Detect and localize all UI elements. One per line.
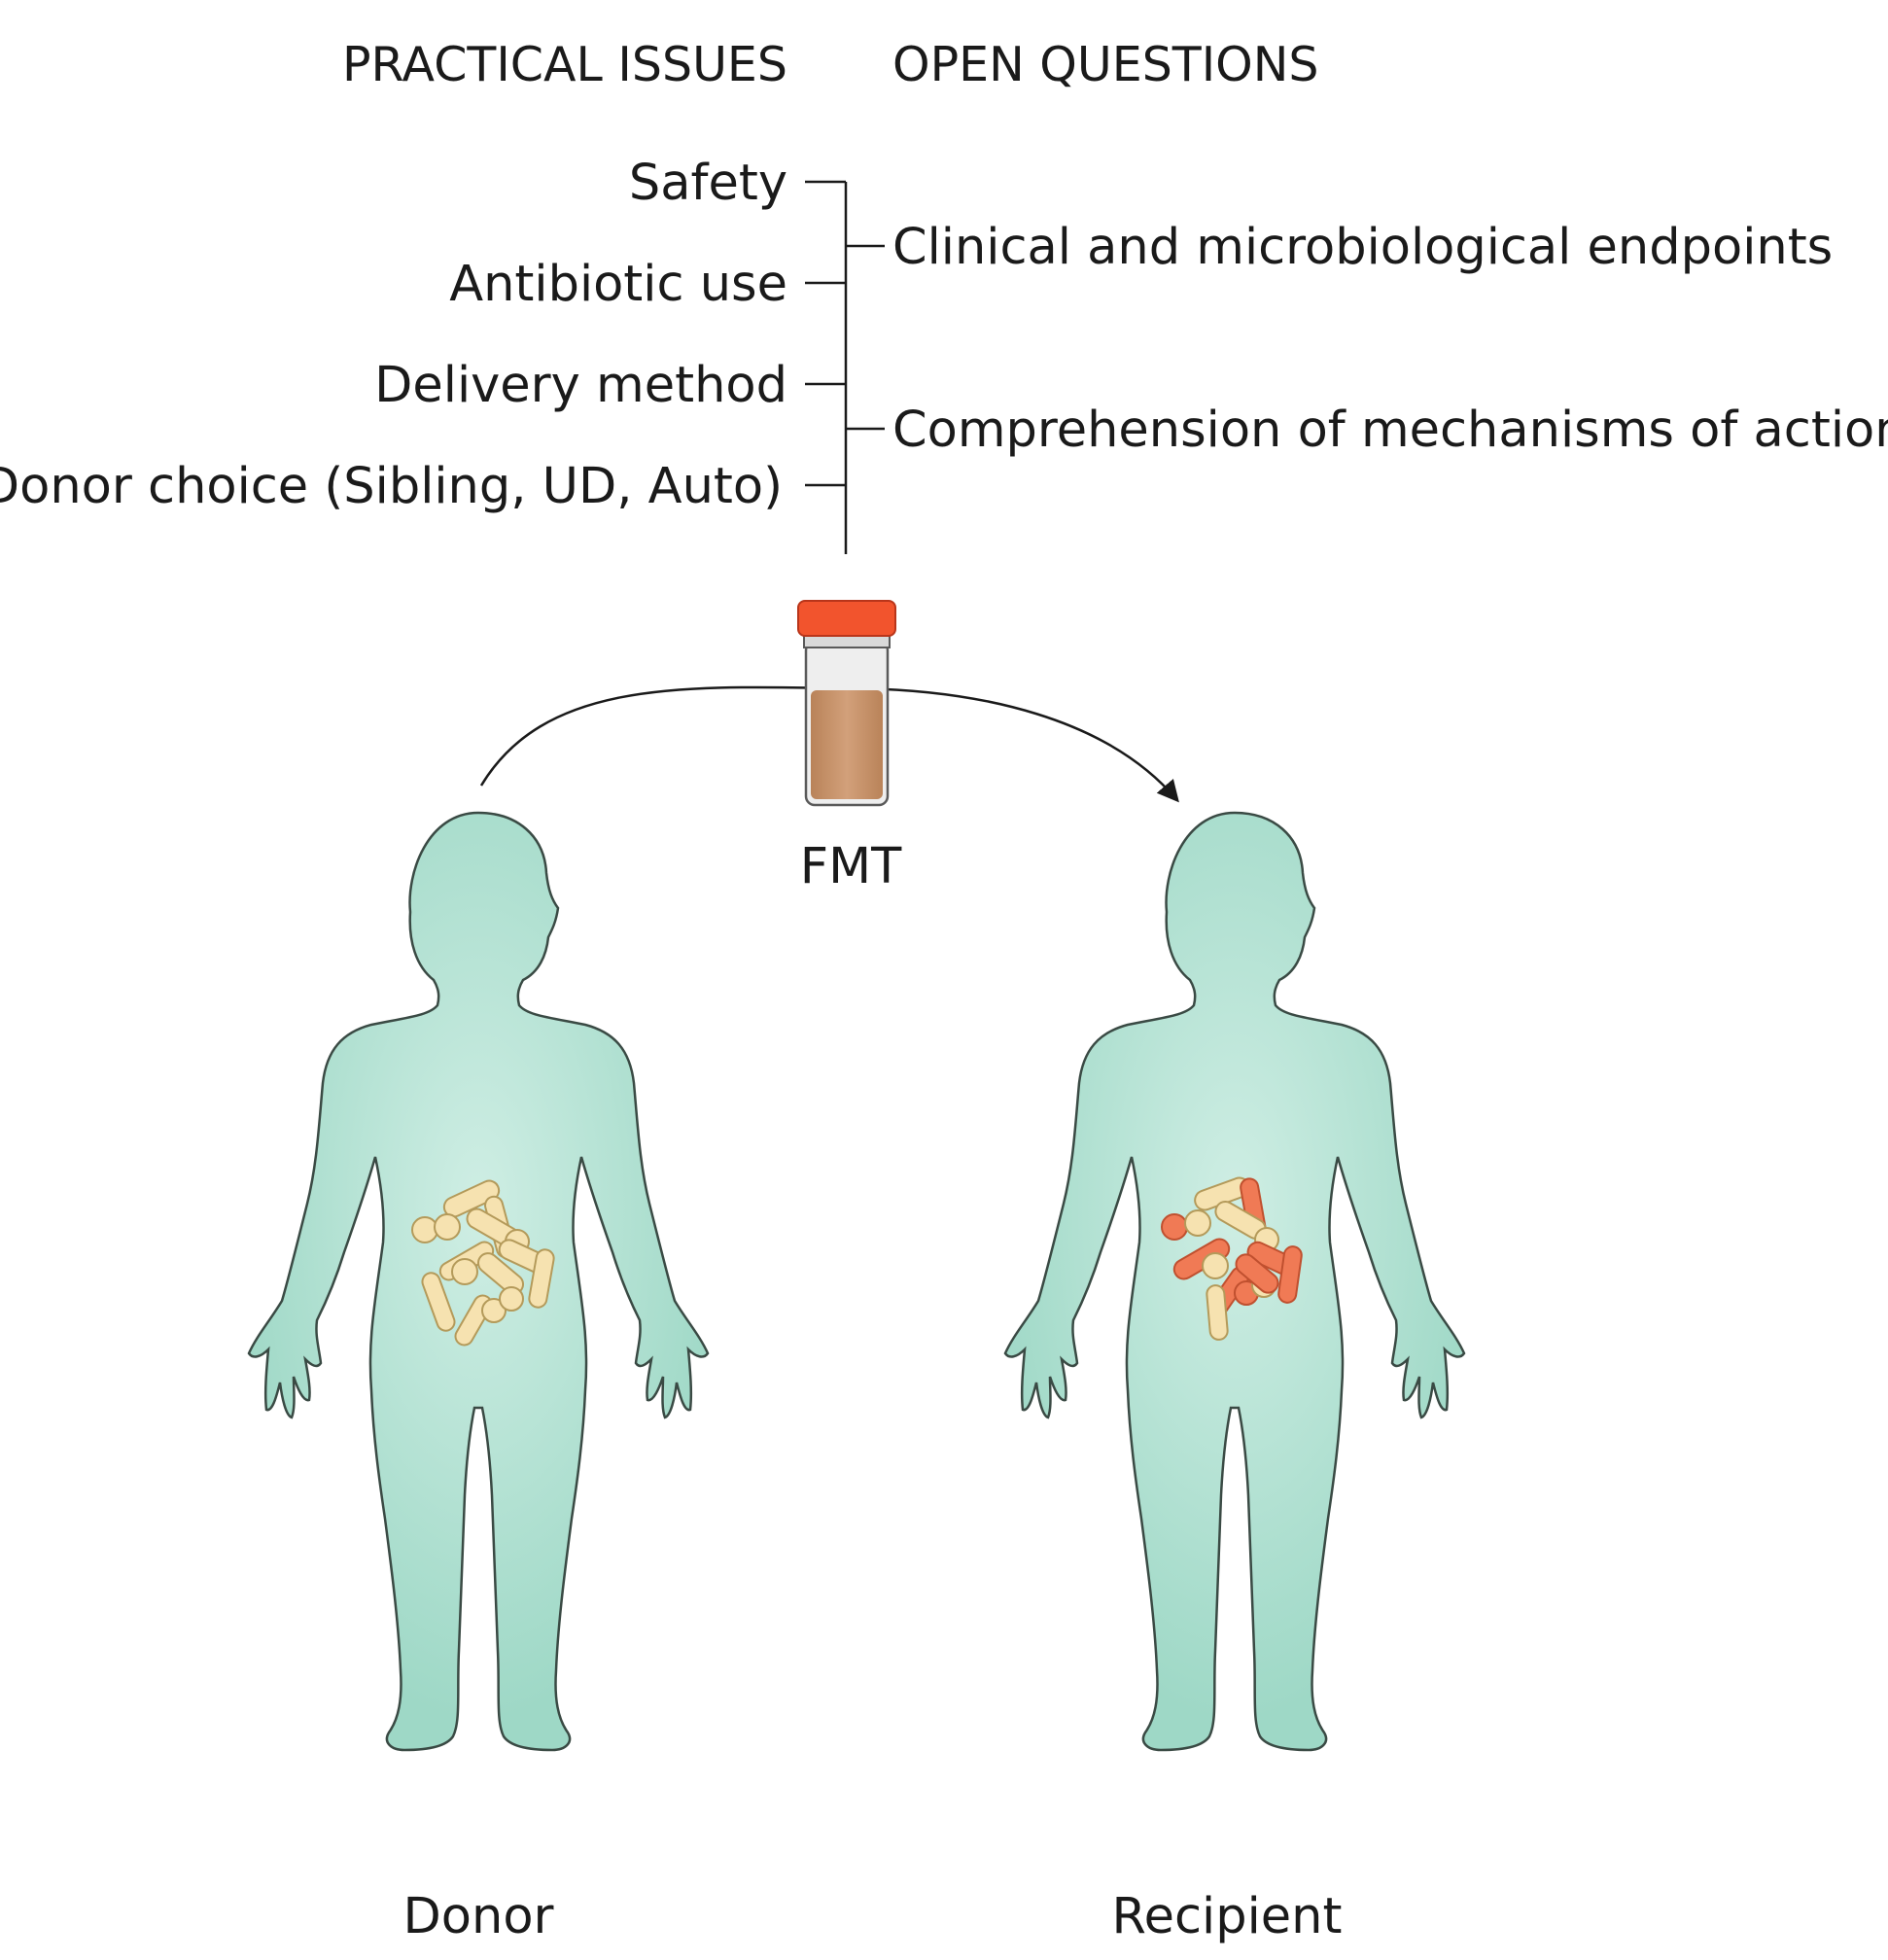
microbe-rod-dysbiotic	[1235, 1253, 1279, 1294]
donor-body-icon	[247, 811, 710, 1752]
microbe-coccus	[481, 1298, 507, 1323]
practical-issue-delivery-method: Delivery method	[374, 357, 787, 414]
microbe-coccus-healthy	[1202, 1252, 1229, 1279]
recipient-figure	[1003, 811, 1466, 1752]
fmt-label: FMT	[800, 838, 902, 895]
donor-microbiota	[411, 1179, 555, 1347]
microbe-coccus	[451, 1258, 478, 1285]
jar-cap	[797, 600, 896, 637]
practical-issue-safety: Safety	[629, 155, 787, 212]
practical-issue-antibiotic-use: Antibiotic use	[449, 256, 787, 313]
microbe-rod-dysbiotic	[1277, 1245, 1303, 1304]
open-question-mechanisms: Comprehension of mechanisms of action	[892, 402, 1888, 459]
microbe-coccus-dysbiotic	[1161, 1213, 1188, 1241]
practical-issue-donor-choice: Donor choice (Sibling, UD, Auto)	[0, 458, 783, 515]
recipient-label: Recipient	[1112, 1888, 1343, 1945]
microbe-rod-healthy	[1206, 1284, 1229, 1341]
microbe-rod	[421, 1272, 456, 1332]
microbe-coccus-healthy	[1184, 1209, 1211, 1237]
open-questions-header: OPEN QUESTIONS	[892, 37, 1319, 92]
practical-issues-header: PRACTICAL ISSUES	[342, 37, 787, 92]
donor-figure	[247, 811, 710, 1752]
microbe-coccus	[411, 1216, 438, 1243]
microbe-rod	[528, 1248, 555, 1309]
jar-contents	[811, 690, 883, 799]
specimen-jar-icon	[797, 600, 896, 807]
donor-label: Donor	[403, 1888, 554, 1945]
microbe-coccus	[434, 1213, 461, 1241]
open-question-endpoints: Clinical and microbiological endpoints	[892, 219, 1833, 276]
bracket-connector	[805, 180, 885, 554]
microbe-rod	[442, 1179, 501, 1218]
recipient-microbiota	[1161, 1176, 1303, 1341]
microbe-coccus	[499, 1286, 524, 1312]
